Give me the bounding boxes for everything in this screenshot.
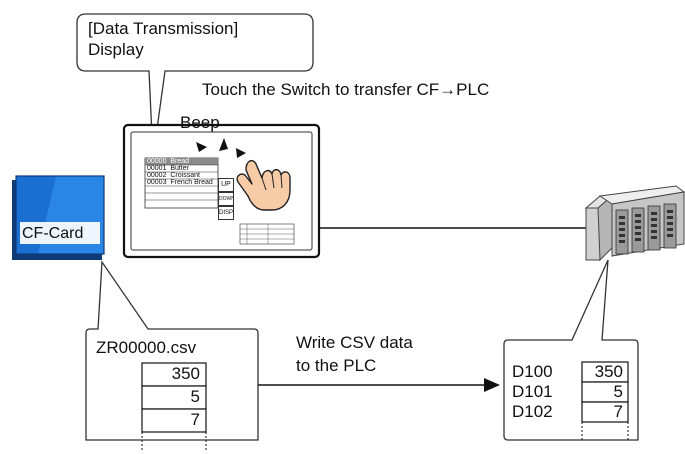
display-callout-text: [Data Transmission] Display xyxy=(88,18,238,60)
up-button[interactable]: UP xyxy=(218,178,234,192)
csv-value: 7 xyxy=(190,410,200,429)
plc-register-cells xyxy=(581,361,629,440)
list-item[interactable]: 00003 French Bread xyxy=(147,179,213,187)
list-item-name: French Bread xyxy=(170,179,213,186)
csv-file-name: ZR00000.csv xyxy=(96,338,197,357)
list-item-name: Bread xyxy=(170,158,190,165)
csv-value: 5 xyxy=(190,387,200,406)
beep-label: Beep xyxy=(180,113,220,132)
list-item-id: 00002 xyxy=(147,172,167,179)
register-value: 350 xyxy=(594,362,623,381)
register-value: 5 xyxy=(613,382,623,401)
register-value: 7 xyxy=(613,402,623,421)
csv-value-cells xyxy=(141,362,207,452)
list-item-id: 00000 xyxy=(147,158,167,165)
cf-card-label: CF-Card xyxy=(22,225,84,242)
display-callout-line2: Display xyxy=(88,40,144,59)
write-caption-line2: to the PLC xyxy=(296,356,377,375)
write-caption-line1: Write CSV data xyxy=(296,333,413,352)
list-item-id: 00001 xyxy=(147,165,167,172)
register-name: D101 xyxy=(512,382,553,401)
cf-card-icon xyxy=(12,175,105,260)
list-item-name: Butter xyxy=(170,165,190,172)
list-item[interactable]: 00002 Croissant xyxy=(147,172,200,180)
list-item-name: Croissant xyxy=(170,172,200,179)
touch-caption: Touch the Switch to transfer CF→PLC xyxy=(202,80,490,99)
down-button[interactable]: DOWN xyxy=(218,192,234,206)
write-transfer-arrow xyxy=(258,378,500,392)
list-item[interactable]: 00001 Butter xyxy=(147,165,189,173)
finger-touch-icon xyxy=(236,159,291,211)
plc-device-icon xyxy=(584,185,685,262)
display-callout-line1: [Data Transmission] xyxy=(88,19,239,38)
list-item-id: 00003 xyxy=(147,179,167,186)
selected-row-highlight xyxy=(145,158,218,165)
display-callout-bubble xyxy=(76,13,314,159)
list-item[interactable]: 00000 Bread xyxy=(147,158,189,166)
register-name: D100 xyxy=(512,362,553,381)
disp-button[interactable]: DISP xyxy=(218,206,234,220)
register-name: D102 xyxy=(512,402,553,421)
csv-value: 350 xyxy=(171,364,200,383)
beep-sound-marks xyxy=(196,138,246,158)
csv-file-callout xyxy=(85,260,259,441)
